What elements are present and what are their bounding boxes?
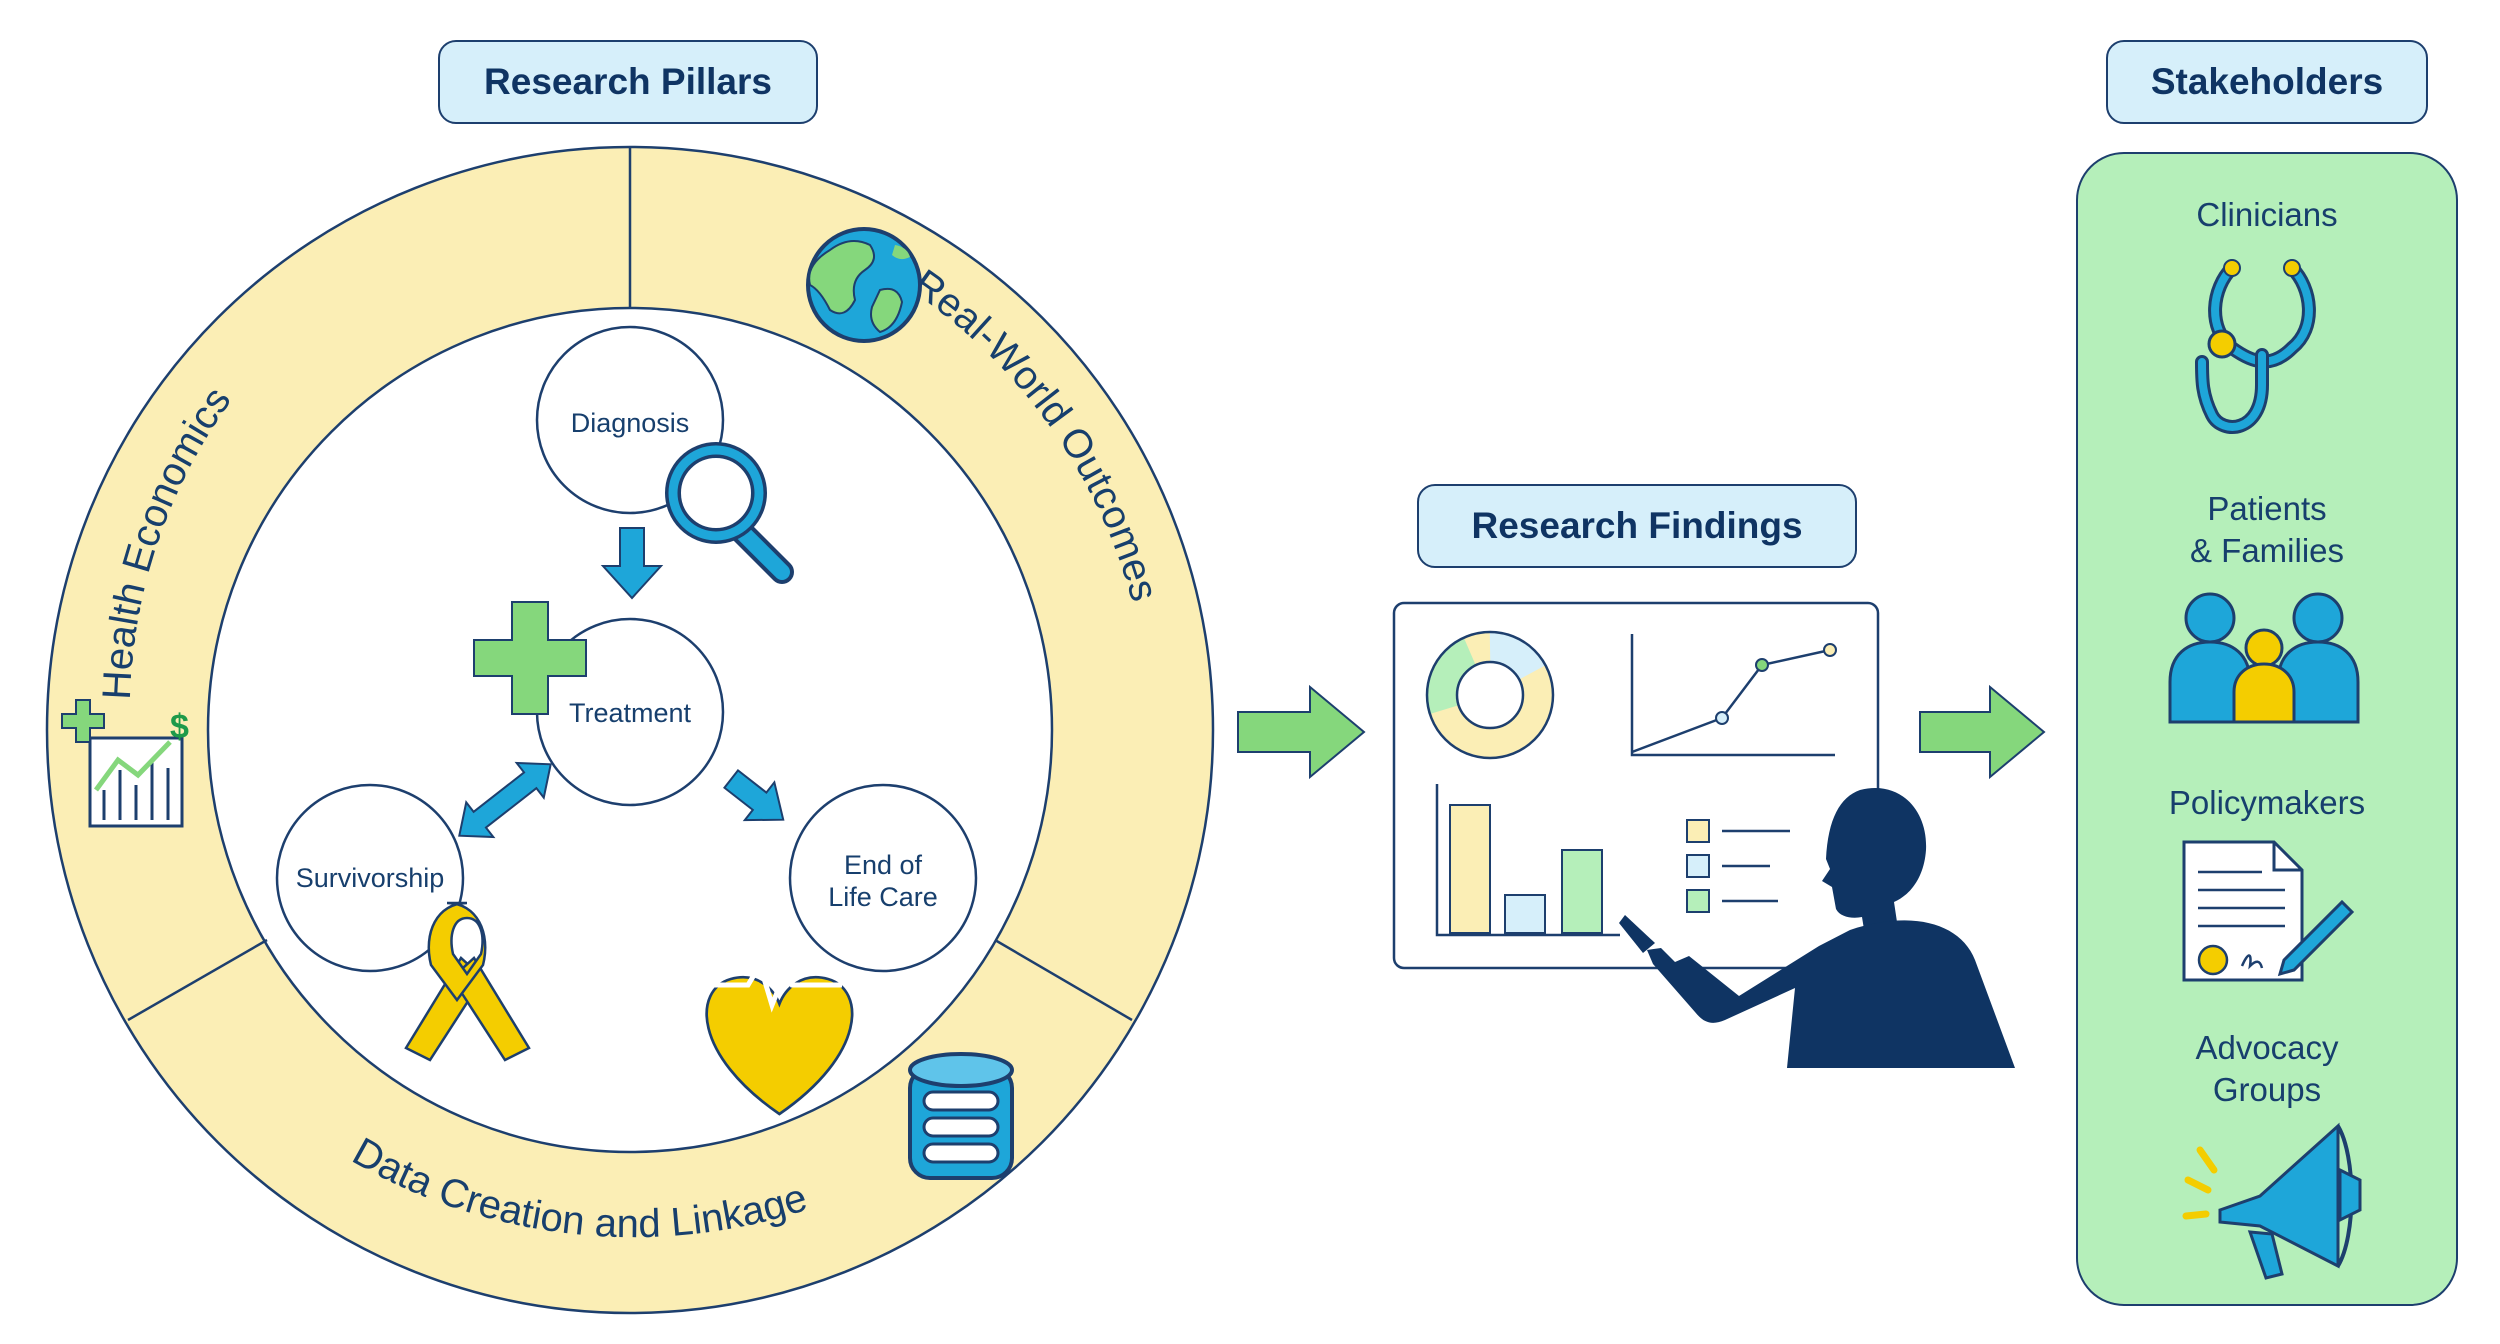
- stakeholder-advocacy-label-line1: Advocacy: [2195, 1029, 2339, 1066]
- magnifier-icon: [665, 442, 794, 584]
- research-findings-header: Research Findings: [1417, 484, 1857, 568]
- arrow-treatment-survivorship: [458, 761, 552, 839]
- arrow-treatment-end-of-life: [723, 768, 785, 822]
- family-icon: [2168, 592, 2360, 724]
- signed-document-icon: [2182, 840, 2355, 982]
- research-pillars-header: Research Pillars: [438, 40, 818, 124]
- megaphone-icon: [2182, 1122, 2362, 1280]
- svg-text:$: $: [170, 708, 189, 746]
- globe-icon: [806, 227, 922, 343]
- stakeholder-clinicians-label: Clinicians: [2196, 196, 2338, 233]
- stakeholder-patients-label-line2: & Families: [2189, 532, 2345, 569]
- stakeholder-patients-label-line1: Patients: [2207, 490, 2327, 527]
- stakeholder-policymakers-label: Policymakers: [2168, 784, 2366, 821]
- stethoscope-icon: [2195, 259, 2316, 434]
- stakeholders-panel: [2076, 152, 2458, 1306]
- end-of-life-label-line1: End of: [844, 850, 923, 880]
- flow-arrow-pillars-to-findings: [1237, 684, 1366, 780]
- stakeholder-advocacy-label-line2: Groups: [2212, 1071, 2322, 1108]
- heart-pulse-icon: [705, 958, 854, 1116]
- stakeholders-header: Stakeholders: [2106, 40, 2428, 124]
- legend-list-icon: [1686, 819, 1790, 913]
- diagnosis-label: Diagnosis: [571, 408, 690, 438]
- arrow-diagnosis-to-treatment: [600, 527, 664, 600]
- presenter-silhouette-icon: [1619, 788, 2015, 1068]
- end-of-life-node: [788, 783, 978, 973]
- end-of-life-label-line2: Life Care: [828, 882, 938, 912]
- donut-chart-icon: [1425, 630, 1555, 760]
- awareness-ribbon-icon: [404, 901, 531, 1062]
- database-icon: [908, 1052, 1014, 1180]
- flow-arrow-findings-to-stakeholders: [1919, 684, 2046, 780]
- survivorship-label: Survivorship: [296, 863, 445, 893]
- treatment-label: Treatment: [569, 698, 692, 728]
- line-chart-icon: [1630, 634, 1837, 757]
- health-economics-chart-icon: $: [61, 699, 189, 828]
- survivorship-node: [275, 783, 465, 973]
- bar-chart-icon: [1435, 784, 1620, 937]
- medical-cross-icon: [473, 601, 587, 715]
